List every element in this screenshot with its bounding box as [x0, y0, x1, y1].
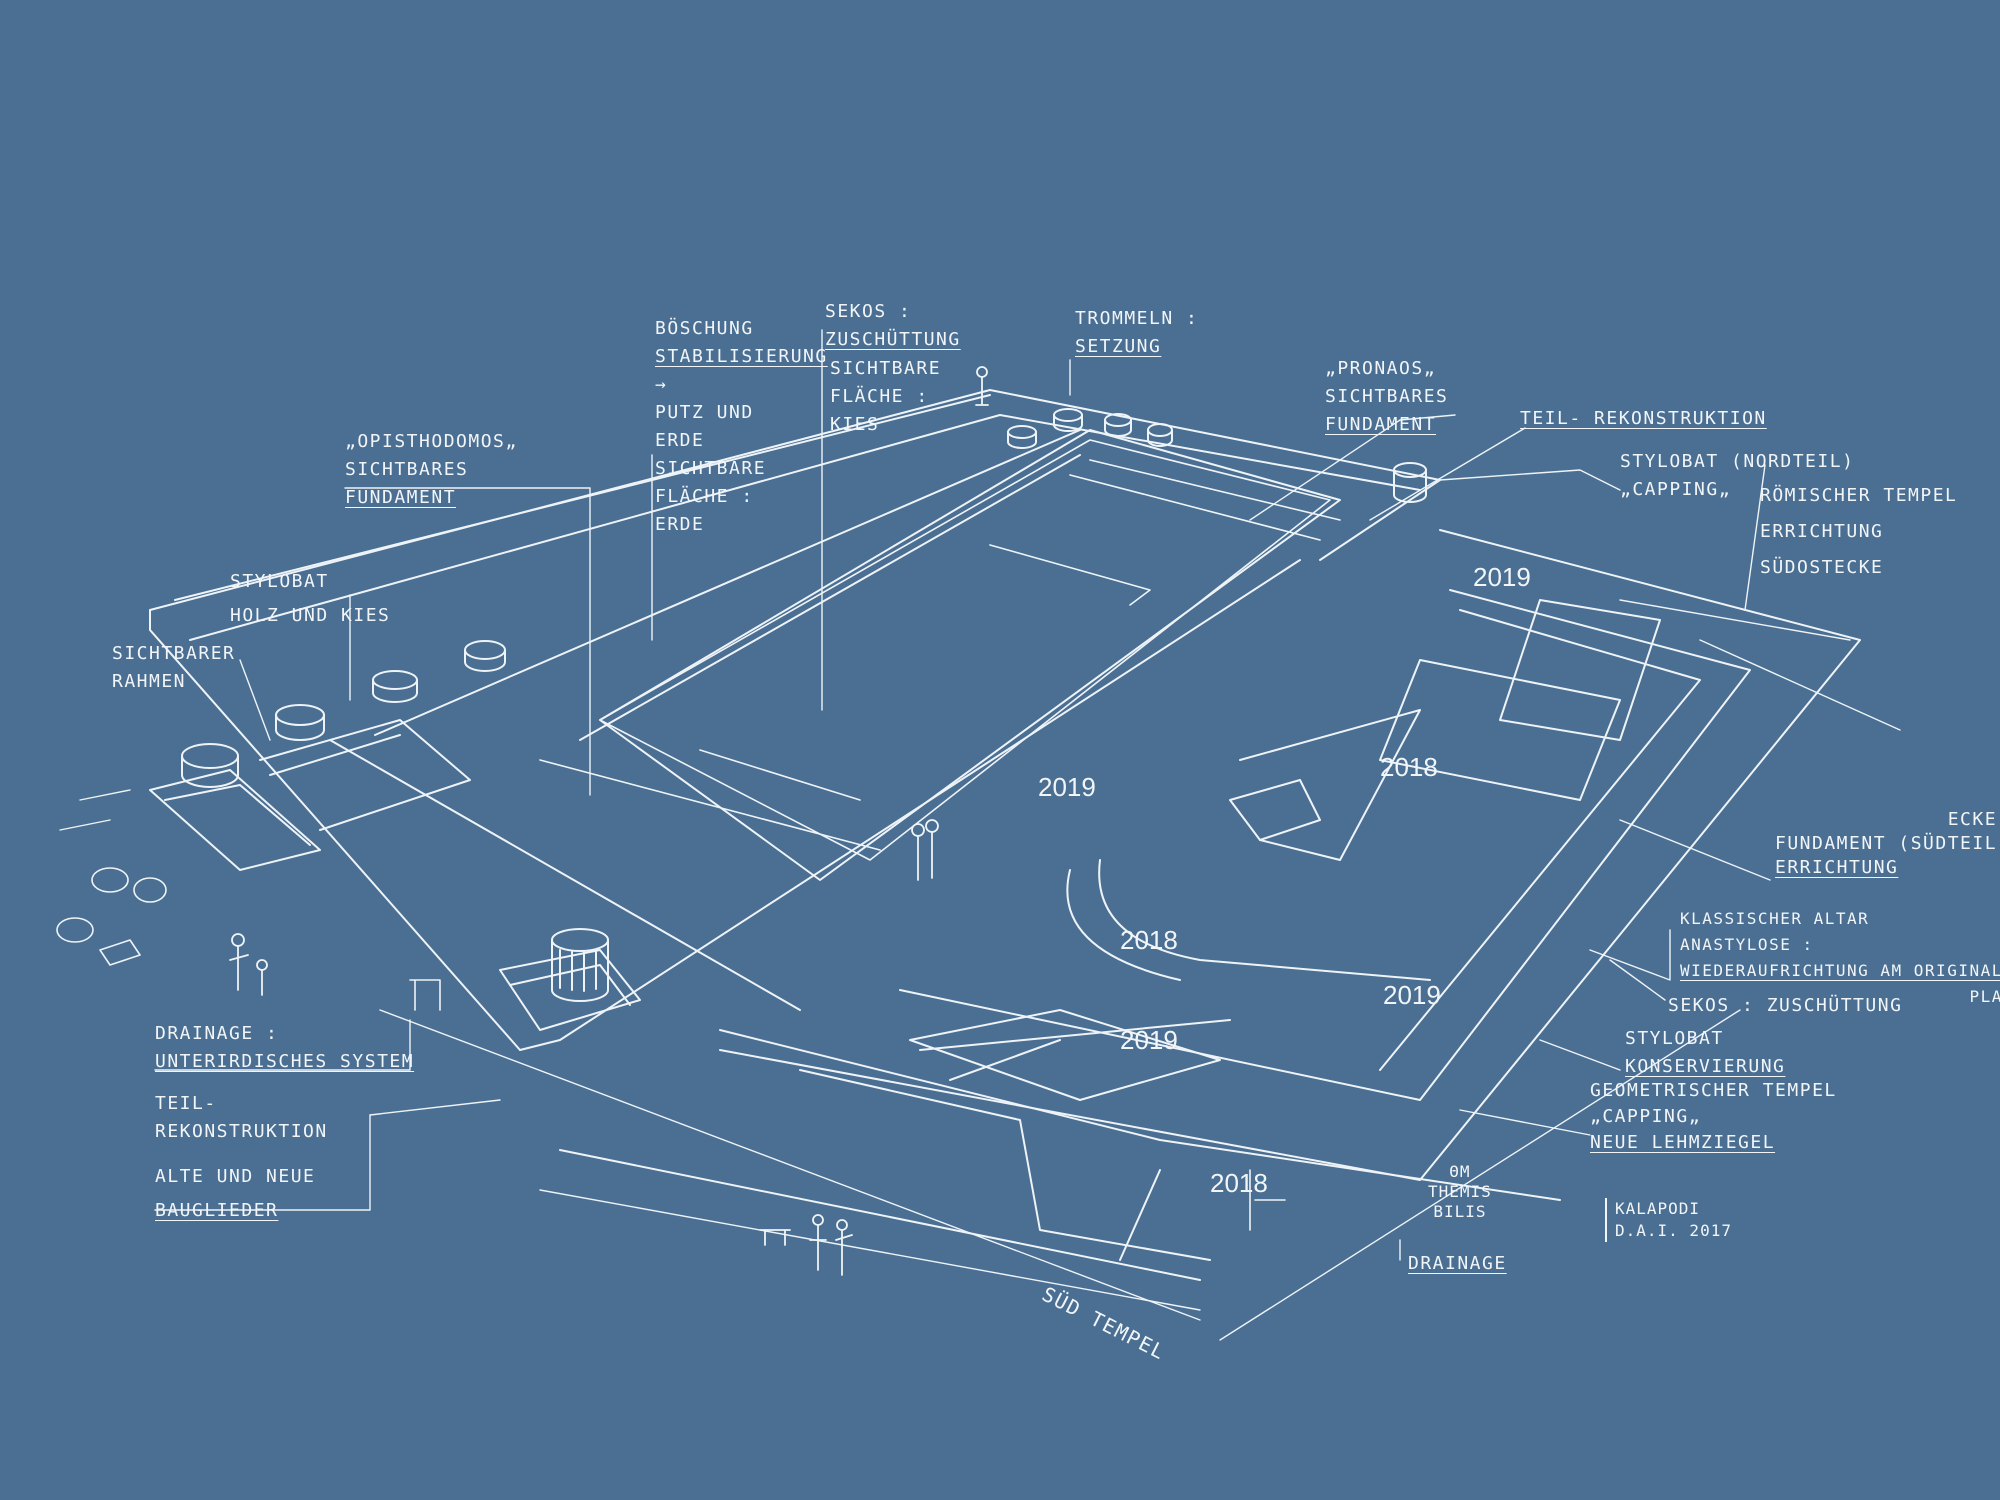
label-line: SEKOS : — [825, 301, 912, 322]
label-line: „CAPPING„ — [1590, 1106, 1702, 1127]
label-stylobat-nordteil: STYLOBAT (NORDTEIL) „CAPPING„ — [1620, 448, 1854, 504]
label-line: TEIL- REKONSTRUKTION — [1520, 408, 1767, 429]
south-temple — [719, 529, 1861, 1181]
label-teil-rekonstruktion-left: TEIL- REKONSTRUKTION — [155, 1090, 328, 1146]
label-trommeln: TROMMELN : SETZUNG — [1075, 305, 1198, 361]
label-line: STYLOBAT — [1625, 1028, 1724, 1049]
label-line: STYLOBAT (NORDTEIL) — [1620, 451, 1855, 472]
human-figures — [229, 366, 989, 1276]
label-line: → — [655, 374, 668, 395]
year-label: 2018 — [1380, 752, 1438, 782]
year-label: 2019 — [1473, 562, 1531, 592]
label-line: TROMMELN : — [1075, 308, 1199, 329]
label-drainage-left: DRAINAGE : UNTERIRDISCHES SYSTEM — [155, 1020, 414, 1076]
label-line: FUNDAMENT (SÜDTEIL) — [1775, 833, 2000, 854]
label-line: SICHTBARER — [112, 643, 236, 664]
label-line: PLATZ — [1969, 987, 2000, 1006]
label-boeschung: BÖSCHUNG STABILISIERUNG → PUTZ UND ERDE — [655, 315, 828, 455]
place-line: KALAPODI — [1615, 1199, 1701, 1218]
label-line: FLÄCHE : — [655, 486, 754, 507]
author-line: THEMIS — [1428, 1182, 1492, 1201]
label-line: TEIL- — [155, 1093, 217, 1114]
label-line: SETZUNG — [1075, 336, 1162, 357]
label-line: ECKE- — [1947, 809, 2000, 830]
sekos-area — [539, 439, 1341, 861]
label-alte-neue: ALTE UND NEUE BAUGLIEDER — [155, 1160, 315, 1228]
place-date-signature: KALAPODI D.A.I. 2017 — [1605, 1198, 1732, 1242]
label-line: PUTZ UND — [655, 402, 754, 423]
label-drainage-bottom: DRAINAGE — [1408, 1250, 1507, 1278]
place-line: D.A.I. 2017 — [1615, 1221, 1732, 1240]
label-line: STYLOBAT — [230, 571, 329, 592]
scattered-stones — [56, 867, 1286, 1231]
label-stylobat-konservierung: STYLOBAT KONSERVIERUNG — [1625, 1025, 1785, 1081]
label-fundament-ecke: ECKE- FUNDAMENT (SÜDTEIL) ERRICHTUNG — [1775, 808, 2000, 880]
author-mark: ΘΜ — [1449, 1162, 1471, 1181]
year-label: 2019 — [1120, 1025, 1178, 1055]
label-line: SICHTBARES — [345, 459, 469, 480]
label-line: REKONSTRUKTION — [155, 1121, 328, 1142]
label-line: ZUSCHÜTTUNG — [825, 329, 961, 350]
label-line: RAHMEN — [112, 671, 187, 692]
label-opisthodomos: „OPISTHODOMOS„ SICHTBARES FUNDAMENT — [345, 428, 518, 512]
label-roemischer-tempel: RÖMISCHER TEMPEL ERRICHTUNG SÜDOSTECKE — [1760, 478, 1957, 586]
label-sekos-top: SEKOS : ZUSCHÜTTUNG — [825, 298, 961, 354]
label-sichtbare-flaeche-erde: SICHTBARE FLÄCHE : ERDE — [655, 455, 766, 539]
label-line: GEOMETRISCHER TEMPEL — [1590, 1080, 1837, 1101]
label-klassischer-altar: KLASSISCHER ALTAR ANASTYLOSE : WIEDERAUF… — [1680, 906, 2000, 1010]
label-line: HOLZ UND KIES — [230, 605, 391, 626]
year-label: 2019 — [1038, 772, 1096, 802]
label-line: DRAINAGE — [1408, 1253, 1507, 1274]
author-signature: ΘΜ THEMIS BILIS — [1428, 1162, 1492, 1222]
author-line: BILIS — [1433, 1202, 1487, 1221]
north-temple-platform — [149, 389, 1441, 1051]
label-line: „OPISTHODOMOS„ — [345, 431, 518, 452]
year-label: 2018 — [1210, 1168, 1268, 1198]
label-line: KIES — [830, 414, 880, 435]
label-teil-rekonstruktion-top: TEIL- REKONSTRUKTION — [1520, 405, 1767, 433]
label-sekos-flaeche: SICHTBARE FLÄCHE : KIES — [830, 355, 941, 439]
excavation-trenches — [559, 1009, 1561, 1281]
label-line: SICHTBARES — [1325, 386, 1449, 407]
label-line: RÖMISCHER TEMPEL — [1760, 485, 1958, 506]
label-line: ERRICHTUNG — [1775, 857, 1899, 878]
label-line: FUNDAMENT — [1325, 414, 1437, 435]
label-line: BAUGLIEDER — [155, 1200, 279, 1221]
year-label: 2018 — [1120, 925, 1178, 955]
label-geometrischer-tempel: GEOMETRISCHER TEMPEL „CAPPING„ NEUE LEHM… — [1590, 1078, 1837, 1156]
label-line: SEKOS : ZUSCHÜTTUNG — [1668, 995, 1903, 1016]
label-line: ERRICHTUNG — [1760, 521, 1884, 542]
label-line: „CAPPING„ — [1620, 479, 1732, 500]
label-line: NEUE LEHMZIEGEL — [1590, 1132, 1776, 1153]
label-line: ANASTYLOSE : — [1680, 935, 1814, 954]
label-line: KONSERVIERUNG — [1625, 1056, 1786, 1077]
label-sichtbarer-rahmen: SICHTBARER RAHMEN — [112, 640, 235, 696]
label-line: FUNDAMENT — [345, 487, 457, 508]
west-stylobat-steps — [149, 719, 641, 1031]
label-line: ERDE — [655, 514, 705, 535]
label-line: „PRONAOS„ — [1325, 358, 1437, 379]
label-line: DRAINAGE : — [155, 1023, 279, 1044]
label-line: WIEDERAUFRICHTUNG AM ORIGINALEN — [1680, 961, 2000, 980]
label-line: STABILISIERUNG — [655, 346, 828, 367]
label-line: KLASSISCHER ALTAR — [1680, 909, 1870, 928]
label-line: ALTE UND NEUE — [155, 1166, 316, 1187]
label-line: SÜDOSTECKE — [1760, 557, 1884, 578]
label-line: SICHTBARE — [655, 458, 767, 479]
leader-lines — [154, 329, 1771, 1261]
label-sekos-bottom: SEKOS : ZUSCHÜTTUNG — [1668, 992, 1902, 1020]
label-stylobat-holz: STYLOBAT HOLZ UND KIES — [230, 565, 390, 633]
label-line: UNTERIRDISCHES SYSTEM — [155, 1051, 415, 1072]
label-pronaos: „PRONAOS„ SICHTBARES FUNDAMENT — [1325, 355, 1448, 439]
column-drums — [181, 408, 1427, 1002]
label-line: BÖSCHUNG — [655, 318, 754, 339]
year-label: 2019 — [1383, 980, 1441, 1010]
label-line: FLÄCHE : — [830, 386, 929, 407]
ground-lines — [59, 599, 1901, 1341]
label-line: ERDE — [655, 430, 705, 451]
label-line: SICHTBARE — [830, 358, 942, 379]
